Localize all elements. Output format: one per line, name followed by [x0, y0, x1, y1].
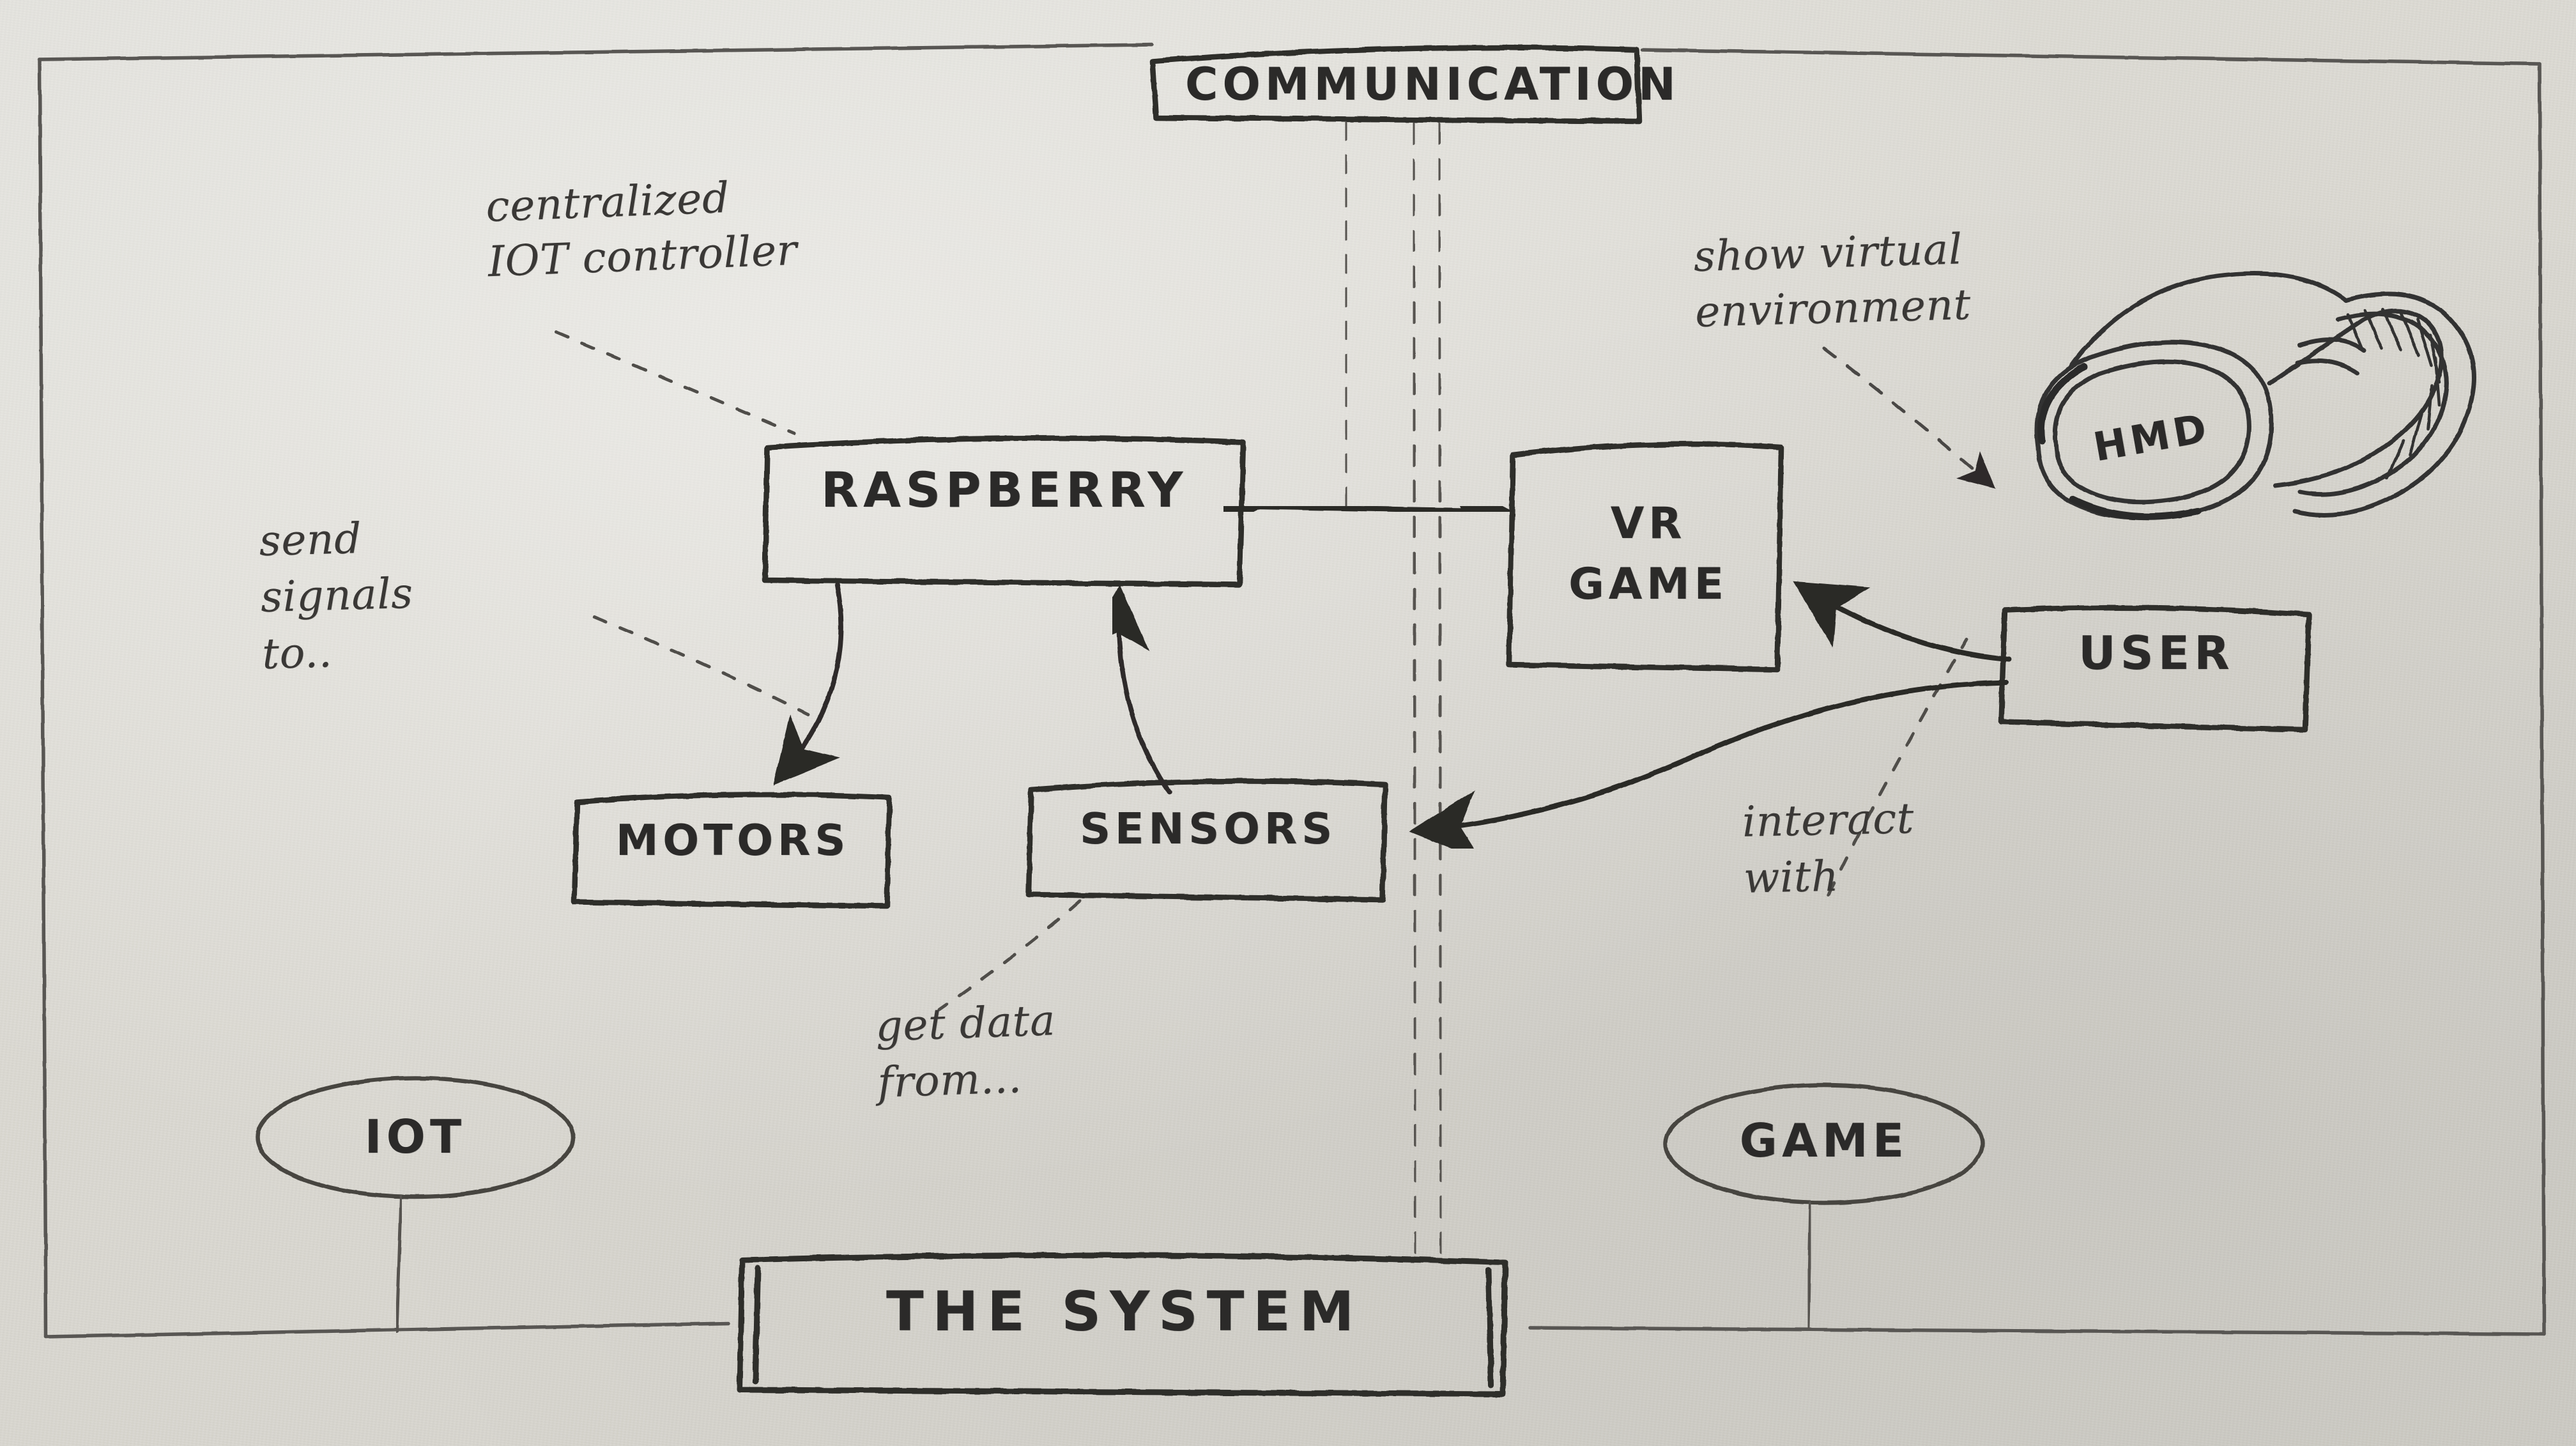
communication-dashed-line-short	[1344, 121, 1349, 516]
arrow-raspberry-vrgame-bidirectional	[1194, 470, 1513, 546]
communication-dashed-line-long-a	[1411, 122, 1418, 1254]
motors-box-shape	[571, 792, 893, 909]
leader-interact-with	[1827, 637, 1968, 896]
vr-game-box-shape	[1506, 441, 1784, 673]
arrow-user-to-sensors	[1409, 680, 2009, 861]
leader-send-signals	[592, 615, 810, 716]
sensors-box-shape	[1025, 778, 1388, 903]
communication-dashed-line-long-b	[1437, 122, 1443, 1254]
hmd-headset-drawing	[2034, 271, 2476, 521]
arrow-sensors-to-raspberry	[1083, 585, 1172, 795]
outer-frame	[38, 43, 2546, 1339]
leader-get-data	[937, 899, 1082, 1011]
leader-show-virtual-to-hmd	[1822, 346, 1996, 489]
arrow-raspberry-to-motors	[773, 582, 844, 786]
game-ellipse-shape	[1663, 1082, 1985, 1205]
leader-centralized-to-raspberry	[554, 330, 796, 435]
user-box-shape	[1998, 605, 2312, 733]
the-system-box-shape	[737, 1252, 1508, 1397]
iot-connector	[395, 1195, 403, 1334]
arrow-user-to-vrgame	[1793, 581, 2012, 662]
iot-ellipse-shape	[255, 1075, 576, 1199]
game-connector	[1806, 1201, 1813, 1330]
raspberry-box-shape	[762, 435, 1246, 588]
communication-box-shape	[1149, 45, 1643, 125]
